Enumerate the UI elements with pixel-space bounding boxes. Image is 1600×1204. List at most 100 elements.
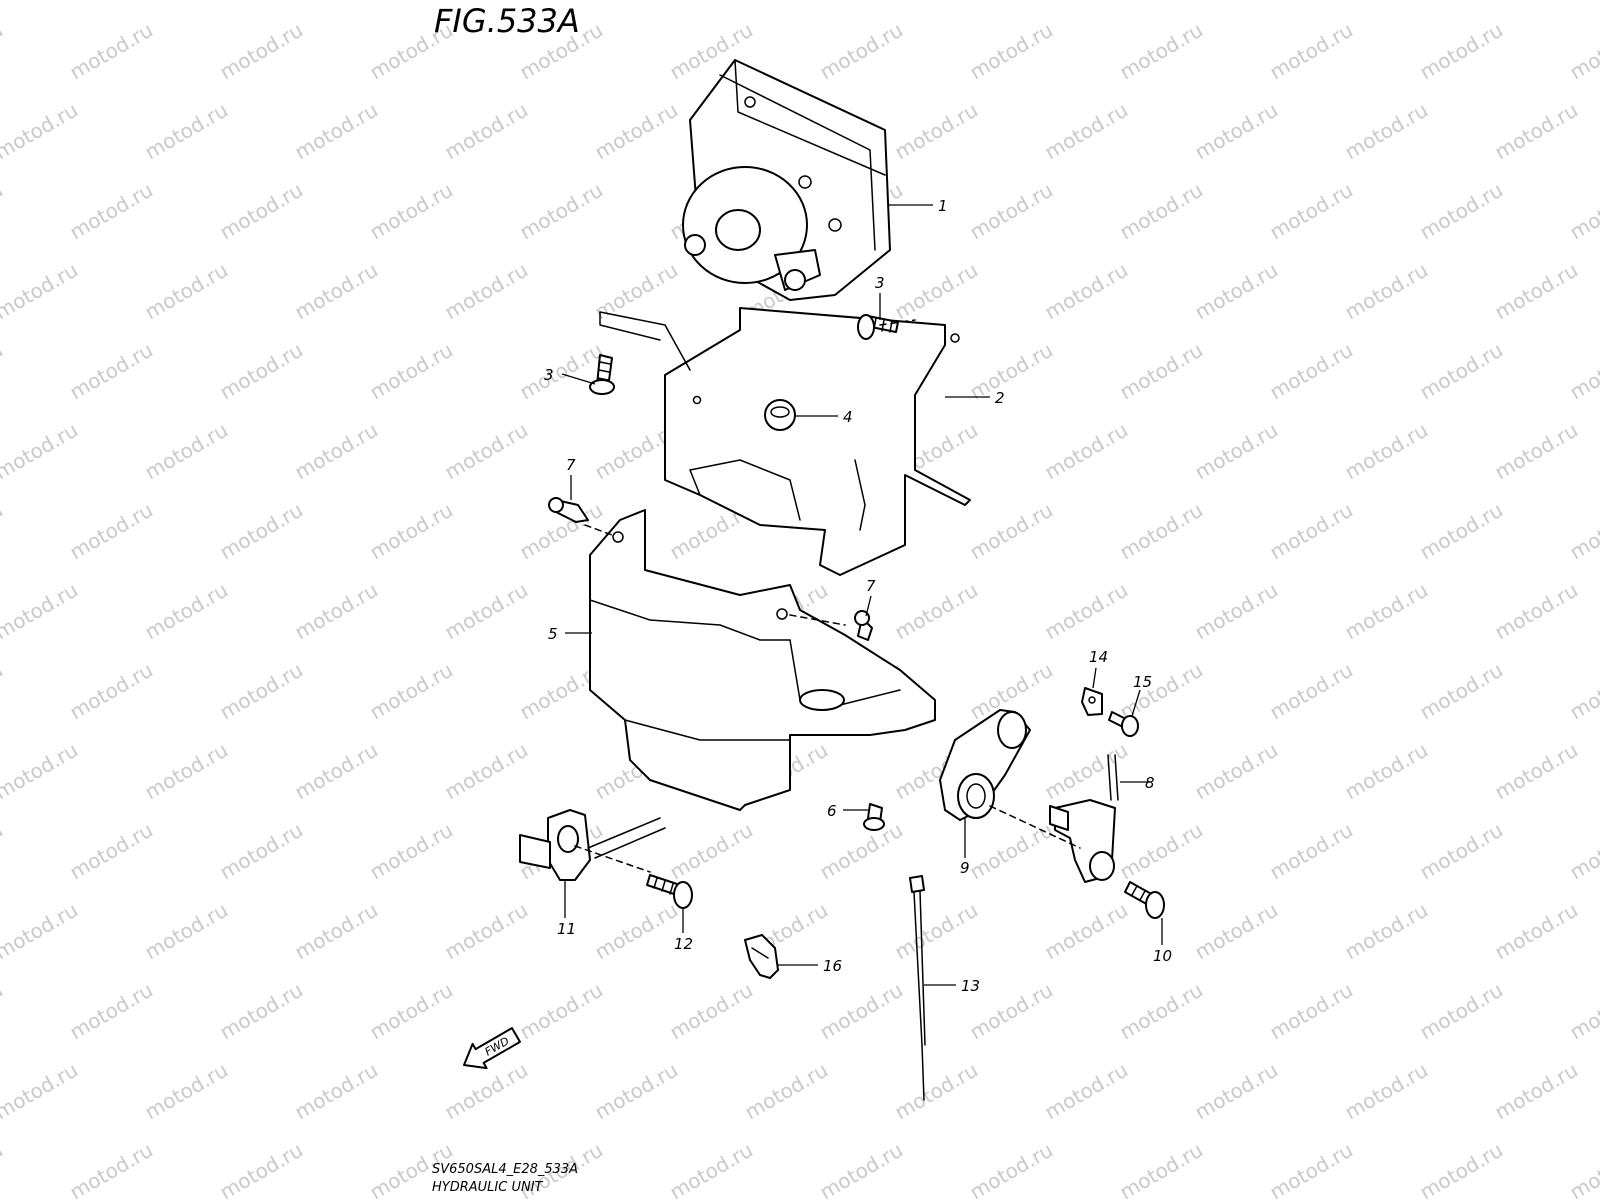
watermark-text: motod.ru (1191, 258, 1282, 325)
watermark-text: motod.ru (366, 178, 457, 245)
watermark-text: motod.ru (291, 0, 382, 4)
footer-name: HYDRAULIC UNIT (432, 1180, 542, 1195)
watermark-text: motod.ru (1266, 178, 1357, 245)
watermark-text: motod.ru (441, 418, 532, 485)
watermark-text: motod.ru (1191, 98, 1282, 165)
watermark-text: motod.ru (1491, 258, 1582, 325)
figure-title: FIG.533A (434, 2, 580, 40)
watermark-text: motod.ru (1041, 578, 1132, 645)
callout-8: 8 (1145, 774, 1155, 792)
watermark-text: motod.ru (1491, 98, 1582, 165)
watermark-text: motod.ru (0, 178, 7, 245)
watermark-text: motod.ru (441, 738, 532, 805)
watermark-text: motod.ru (1566, 978, 1600, 1045)
watermark-text: motod.ru (1416, 1138, 1507, 1200)
watermark-text: motod.ru (816, 18, 907, 85)
watermark-text: motod.ru (1266, 338, 1357, 405)
watermark-text: motod.ru (0, 738, 82, 805)
watermark-text: motod.ru (291, 98, 382, 165)
watermark-text: motod.ru (1491, 738, 1582, 805)
watermark-text: motod.ru (1191, 578, 1282, 645)
watermark-text: motod.ru (0, 98, 82, 165)
watermark-text: motod.ru (816, 818, 907, 885)
watermark-text: motod.ru (1116, 1138, 1207, 1200)
watermark-text: motod.ru (891, 0, 982, 4)
watermark-text: motod.ru (0, 418, 82, 485)
watermark-text: motod.ru (141, 578, 232, 645)
watermark-text: motod.ru (816, 1138, 907, 1200)
watermark-text: motod.ru (141, 258, 232, 325)
watermark-text: motod.ru (1041, 258, 1132, 325)
watermark-text: motod.ru (1191, 898, 1282, 965)
watermark-text: motod.ru (1491, 0, 1582, 4)
watermark-text: motod.ru (366, 978, 457, 1045)
watermark-text: motod.ru (1341, 1058, 1432, 1125)
watermark-text: motod.ru (441, 258, 532, 325)
watermark-text: motod.ru (366, 498, 457, 565)
watermark-text: motod.ru (141, 738, 232, 805)
watermark-text: motod.ru (1341, 898, 1432, 965)
watermark-text: motod.ru (1566, 818, 1600, 885)
watermark-text: motod.ru (591, 898, 682, 965)
watermark-text: motod.ru (1041, 0, 1132, 4)
callout-10: 10 (1153, 947, 1172, 965)
watermark-text: motod.ru (1416, 978, 1507, 1045)
watermark-text: motod.ru (291, 578, 382, 645)
watermark-text: motod.ru (0, 338, 7, 405)
watermark-text: motod.ru (1041, 98, 1132, 165)
watermark-text: motod.ru (1191, 418, 1282, 485)
watermark-text: motod.ru (891, 898, 982, 965)
watermark-text: motod.ru (966, 818, 1057, 885)
watermark-text: motod.ru (0, 258, 82, 325)
watermark-text: motod.ru (516, 978, 607, 1045)
watermark-text: motod.ru (1191, 738, 1282, 805)
watermark-text: motod.ru (891, 1058, 982, 1125)
watermark-text: motod.ru (441, 98, 532, 165)
watermark-text: motod.ru (891, 578, 982, 645)
watermark-text: motod.ru (666, 978, 757, 1045)
callout-15: 15 (1133, 673, 1152, 691)
part-13-cable-tie (910, 876, 925, 1100)
callout-11: 11 (557, 920, 576, 938)
watermark-text: motod.ru (816, 978, 907, 1045)
part-6-screw (864, 804, 884, 830)
watermark-text: motod.ru (1116, 178, 1207, 245)
watermark-text: motod.ru (1191, 1058, 1282, 1125)
watermark-text: motod.ru (1341, 98, 1432, 165)
watermark-text: motod.ru (741, 1058, 832, 1125)
watermark-text: motod.ru (1116, 498, 1207, 565)
watermark-text: motod.ru (291, 738, 382, 805)
watermark-text: motod.ru (216, 338, 307, 405)
callout-3-right: 3 (875, 274, 885, 292)
watermark-text: motod.ru (666, 1138, 757, 1200)
watermark-text: motod.ru (1341, 418, 1432, 485)
watermark-text: motod.ru (1566, 178, 1600, 245)
watermark-text: motod.ru (66, 658, 157, 725)
watermark-text: motod.ru (1566, 498, 1600, 565)
watermark-text: motod.ru (216, 1138, 307, 1200)
watermark-text: motod.ru (591, 0, 682, 4)
watermark-text: motod.ru (0, 578, 82, 645)
watermark-text: motod.ru (1491, 1058, 1582, 1125)
watermark-text: motod.ru (141, 1058, 232, 1125)
callout-13: 13 (961, 977, 980, 995)
watermark-text: motod.ru (1566, 658, 1600, 725)
watermark-text: motod.ru (441, 898, 532, 965)
callout-7-upper: 7 (566, 456, 576, 474)
watermark-text: motod.ru (966, 1138, 1057, 1200)
watermark-text: motod.ru (1116, 978, 1207, 1045)
watermark-text: motod.ru (1266, 498, 1357, 565)
watermark-text: motod.ru (1341, 738, 1432, 805)
callout-12: 12 (674, 935, 693, 953)
callout-4: 4 (843, 408, 853, 426)
watermark-text: motod.ru (1416, 338, 1507, 405)
watermark-text: motod.ru (1566, 18, 1600, 85)
watermark-text: motod.ru (1341, 0, 1432, 4)
watermark-text: motod.ru (291, 898, 382, 965)
watermark-text: motod.ru (66, 498, 157, 565)
watermark-text: motod.ru (216, 978, 307, 1045)
watermark-text: motod.ru (0, 1138, 7, 1200)
watermark-text: motod.ru (441, 578, 532, 645)
watermark-text: motod.ru (591, 1058, 682, 1125)
